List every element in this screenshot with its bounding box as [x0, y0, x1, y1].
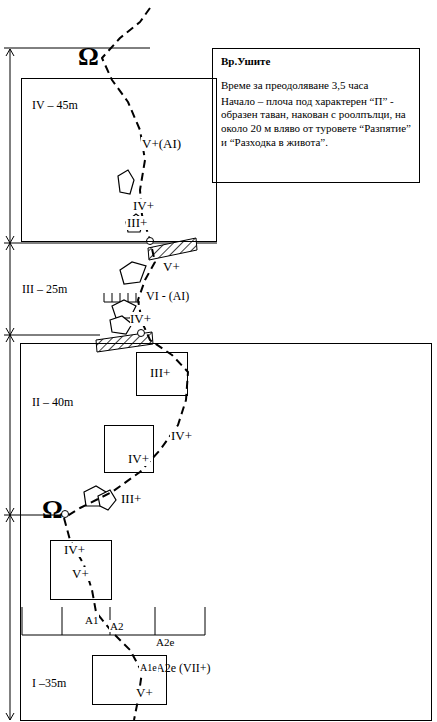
aid-label: A2 — [109, 620, 124, 632]
grade-label: A1e — [139, 662, 158, 673]
bolt — [62, 238, 154, 518]
grade-label: A2e (VII+) — [155, 662, 211, 675]
rock-feature-box: IV+ — [104, 425, 154, 473]
route-line — [64, 8, 188, 720]
grade-label: VI - (AI) — [146, 290, 189, 303]
pitch-name: I –35m — [31, 677, 67, 690]
grade-label: III+ — [149, 366, 171, 380]
pitch-name: IV – 45m — [31, 99, 79, 112]
grade-label: IV+ — [130, 312, 151, 326]
grade-label: IV+ — [132, 199, 155, 213]
grade-label: V+ — [135, 686, 154, 700]
aid-label: A1 — [84, 614, 99, 626]
pitch-box: IV – 45mV+(AI) IV+ III+ — [21, 78, 217, 242]
grade-label: V+ — [71, 567, 90, 581]
grade-label: IV+ — [63, 543, 86, 557]
belay-symbol: Ω — [42, 497, 63, 523]
grade-label: III+ — [126, 216, 148, 230]
grade-label: V+(AI) — [141, 137, 182, 151]
grade-label: V+ — [163, 260, 180, 274]
rock-feature-box: III+ — [136, 352, 188, 396]
belay-symbol: Ω — [78, 44, 99, 70]
grade-label: IV+ — [170, 429, 193, 443]
grade-label: III+ — [120, 492, 142, 506]
route-note: Време за преодоляване 3,5 часа — [221, 79, 411, 93]
dimension-line — [4, 48, 217, 720]
grade-label: IV+ — [127, 452, 150, 466]
aid-label: A2e — [155, 636, 175, 648]
roof-overhang — [22, 607, 205, 635]
rock-feature-box: IV+ V+ — [50, 540, 112, 600]
route-note: Начало – плоча под характерен “П” - обра… — [221, 95, 411, 150]
info-box: Вр.УшитеВреме за преодоляване 3,5 часаНа… — [212, 48, 420, 183]
rock-feature-box: A1eV+ — [92, 655, 167, 705]
pitch-name: III – 25m — [22, 283, 67, 296]
pitch-name: II – 40m — [31, 396, 74, 409]
route-name: Вр.Ушите — [221, 55, 411, 69]
pitch-box: II – 40mIV+ III+ I –35m A1A2A2eA2e (VII+) II… — [20, 343, 432, 721]
